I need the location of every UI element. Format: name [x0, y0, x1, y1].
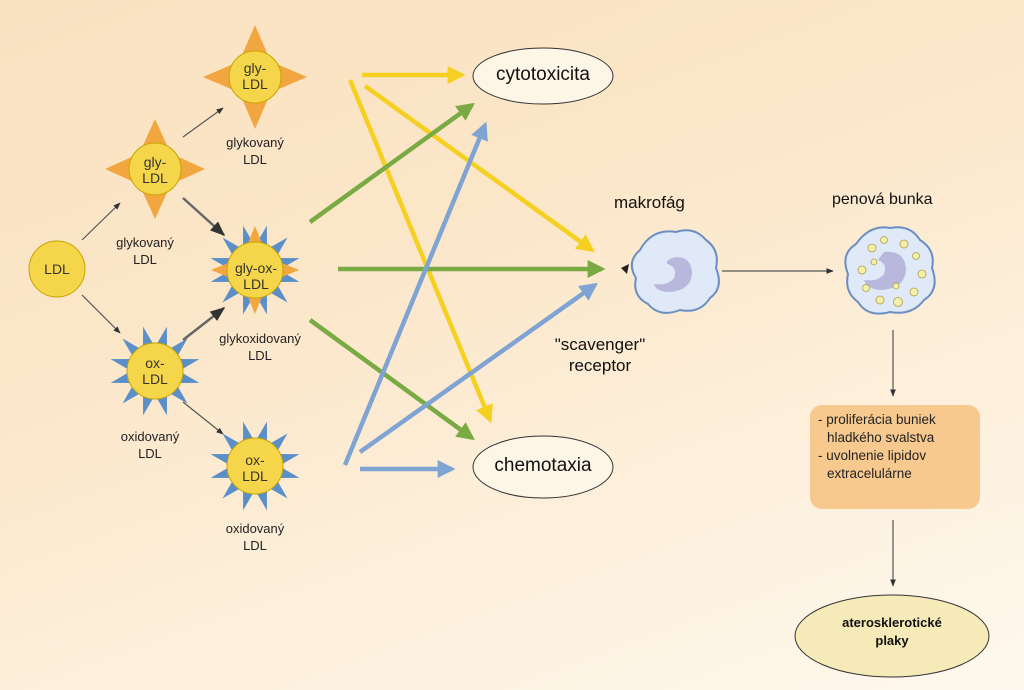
ox-bot-caption-2: LDL — [243, 538, 267, 553]
arrow-gly-to-glyox — [182, 197, 226, 237]
arrow-ox-to-glyox — [182, 307, 226, 341]
glyox-caption-1: glykoxidovaný — [219, 331, 301, 346]
ox-mid-caption: oxidovaný LDL — [105, 428, 195, 462]
ox-bot-star-core — [226, 437, 284, 495]
gly-top-star-core — [228, 50, 282, 104]
scavenger-line1: "scavenger" — [554, 335, 646, 354]
gly-mid-star-core — [128, 142, 182, 196]
plaque-label: aterosklerotické plaky — [812, 614, 972, 650]
arrow-yellow-macro — [363, 84, 595, 253]
ox-mid-star-core — [126, 342, 184, 400]
chemotaxis-oval — [472, 435, 614, 499]
effect-line-1: - proliferácia buniek — [818, 412, 936, 427]
gly-mid-line2: LDL — [142, 170, 168, 186]
arrow-green-chemo — [308, 318, 475, 441]
chemotaxis-label: chemotaxia — [494, 455, 592, 476]
gly-mid-line1: gly- — [143, 154, 167, 170]
arrow-blue-cyto — [342, 121, 488, 466]
foam-cell — [844, 226, 936, 315]
ox-bot-line1: ox- — [245, 452, 265, 468]
gly-top-line2: LDL — [242, 76, 268, 92]
ox-bot-line2: LDL — [242, 468, 268, 484]
pathway-arrows — [308, 66, 606, 478]
ox-mid-caption-1: oxidovaný — [120, 429, 180, 444]
ldl-node — [28, 240, 86, 298]
gly-mid-star — [105, 119, 205, 219]
effect-line-3: - uvolnenie lipidov — [818, 448, 927, 463]
arrow-yellow-chemo — [347, 79, 493, 424]
gly-mid-caption-1: glykovaný — [116, 235, 174, 250]
arrow-green-cyto — [308, 102, 475, 224]
glyox-line2: LDL — [243, 276, 269, 292]
effect-line-2: hladkého svalstva — [827, 430, 935, 445]
glyox-caption-2: LDL — [248, 348, 272, 363]
effects-box: - proliferácia buniek hladkého svalstva … — [810, 405, 980, 509]
conversion-arrows — [81, 107, 896, 587]
ox-mid-caption-2: LDL — [138, 446, 162, 461]
foam-cell-label: penová bunka — [832, 191, 933, 208]
gly-mid-caption-2: LDL — [133, 252, 157, 267]
macrophage-label: makrofág — [614, 193, 685, 212]
ox-mid-star — [110, 326, 200, 416]
arrow-blue-macro — [358, 282, 598, 454]
gly-mid-node-label: gly- LDL — [125, 154, 185, 186]
ox-mid-line2: LDL — [142, 371, 168, 387]
scavenger-receptor-label: "scavenger" receptor — [530, 334, 670, 376]
cytotoxicity-oval — [472, 47, 614, 105]
arrow-ox-to-ox — [182, 401, 224, 435]
ox-bot-caption: oxidovaný LDL — [210, 520, 300, 554]
ox-bot-node-label: ox- LDL — [225, 452, 285, 484]
scavenger-line2: receptor — [568, 356, 632, 375]
gly-top-caption: glykovaný LDL — [210, 134, 300, 168]
star-nodes — [105, 25, 307, 511]
arrow-gly-to-gly — [182, 107, 224, 138]
gly-top-node-label: gly- LDL — [225, 60, 285, 92]
glyox-node-label: gly-ox- LDL — [220, 260, 292, 292]
ox-bot-caption-1: oxidovaný — [225, 521, 285, 536]
glyox-star — [210, 225, 300, 315]
ox-mid-line1: ox- — [145, 355, 165, 371]
glyox-caption: glykoxidovaný LDL — [200, 330, 320, 364]
arrow-ldl-to-ox — [81, 294, 121, 334]
ox-bot-star — [210, 421, 300, 511]
glyox-star-core — [226, 241, 284, 299]
arrow-ldl-to-gly — [81, 202, 121, 241]
ox-mid-node-label: ox- LDL — [125, 355, 185, 387]
glyox-line1: gly-ox- — [234, 260, 277, 276]
gly-top-line1: gly- — [243, 60, 267, 76]
plaque-line1: aterosklerotické — [842, 615, 942, 630]
gly-top-caption-1: glykovaný — [226, 135, 284, 150]
gly-top-caption-2: LDL — [243, 152, 267, 167]
gly-mid-caption: glykovaný LDL — [100, 234, 190, 268]
macrophage-cell — [621, 229, 720, 314]
plaque-oval — [794, 594, 990, 678]
cytotoxicity-label: cytotoxicita — [496, 64, 590, 85]
ldl-node-label: LDL — [44, 261, 70, 277]
gly-top-star — [203, 25, 307, 129]
plaque-line2: plaky — [875, 633, 909, 648]
effect-line-4: extracelulárne — [827, 466, 912, 481]
